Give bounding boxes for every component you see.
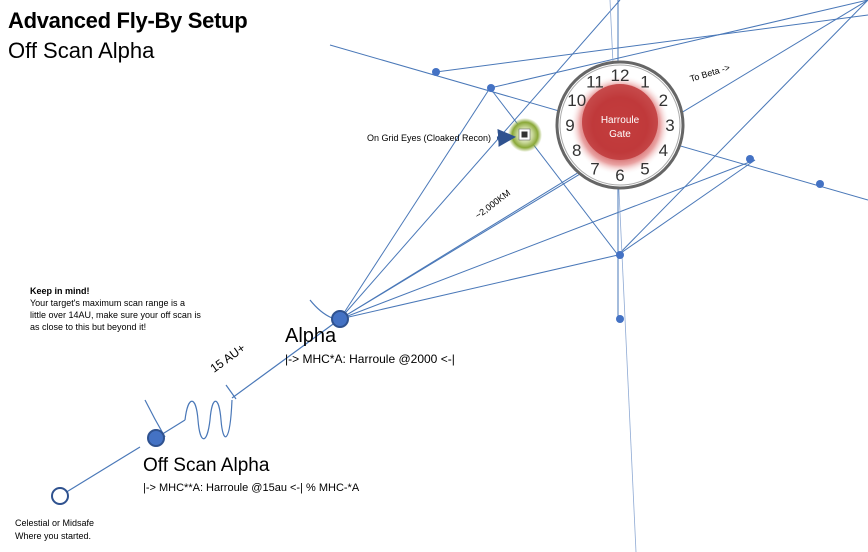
page-title: Advanced Fly-By Setup bbox=[8, 8, 248, 33]
keep-in-mind-line-1: Your target's maximum scan range is a bbox=[30, 298, 185, 308]
grid-nodes bbox=[432, 68, 824, 323]
keep-in-mind-line-2: little over 14AU, make sure your off sca… bbox=[30, 310, 201, 320]
gate-label-line1: Harroule bbox=[601, 115, 640, 126]
keep-in-mind-line-3: as close to this but beyond it! bbox=[30, 322, 147, 332]
clock-number: 9 bbox=[565, 116, 574, 135]
off-scan-alpha-node[interactable] bbox=[147, 429, 165, 447]
start-label-line2: Where you started. bbox=[15, 531, 92, 541]
start-node[interactable] bbox=[51, 487, 69, 505]
alpha-node[interactable] bbox=[331, 310, 349, 328]
alpha-command: |-> MHC*A: Harroule @2000 <-| bbox=[285, 352, 455, 366]
off-scan-alpha-command: |-> MHC**A: Harroule @15au <-| % MHC-*A bbox=[143, 482, 360, 494]
clock-number: 2 bbox=[659, 91, 668, 110]
clock-number: 1 bbox=[640, 73, 649, 92]
distance-2000km-label: ~2,000KM bbox=[473, 188, 512, 221]
off-scan-alpha-label: Off Scan Alpha bbox=[143, 455, 270, 476]
distance-15au-label: 15 AU+ bbox=[208, 341, 248, 376]
recon-arrow bbox=[496, 128, 516, 147]
gate-label: Harroule Gate bbox=[601, 115, 640, 140]
clock-number: 10 bbox=[567, 91, 586, 110]
recon-marker bbox=[508, 118, 542, 152]
clock-number: 5 bbox=[640, 159, 649, 178]
page-subtitle: Off Scan Alpha bbox=[8, 38, 155, 63]
clock-number: 11 bbox=[586, 73, 604, 92]
clock-number: 7 bbox=[590, 159, 599, 178]
keep-in-mind-heading: Keep in mind! bbox=[30, 286, 90, 296]
gate-label-line2: Gate bbox=[609, 129, 631, 140]
clock-number: 12 bbox=[611, 66, 630, 85]
on-grid-eyes-label: On Grid Eyes (Cloaked Recon) bbox=[367, 133, 492, 143]
start-label-line1: Celestial or Midsafe bbox=[15, 518, 95, 528]
alpha-label: Alpha bbox=[285, 325, 337, 347]
clock-number: 8 bbox=[572, 141, 581, 160]
clock-number: 4 bbox=[659, 141, 668, 160]
clock-number: 6 bbox=[615, 166, 624, 185]
clock-number: 3 bbox=[665, 116, 674, 135]
to-beta-label: To Beta -> bbox=[689, 62, 731, 84]
